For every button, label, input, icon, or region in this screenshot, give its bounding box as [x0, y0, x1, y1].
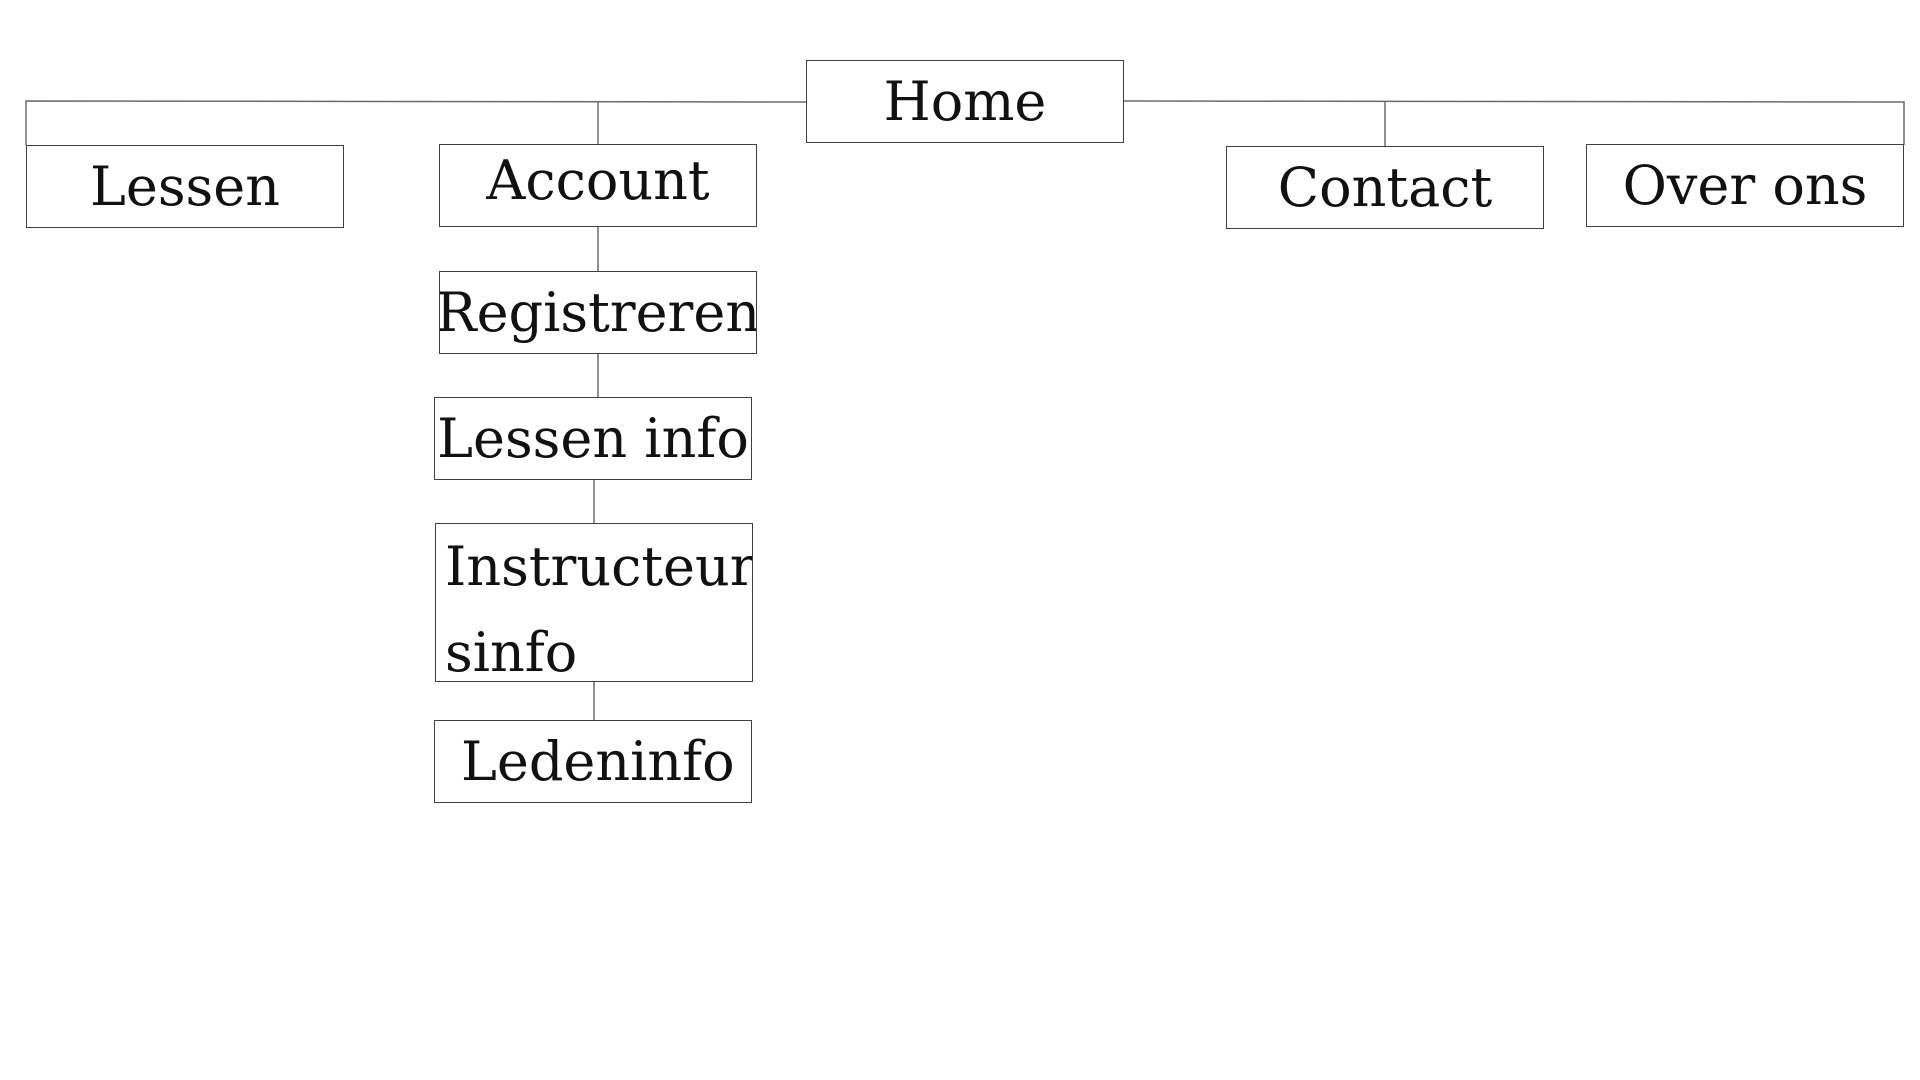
connector-home-overons — [1123, 100, 1905, 145]
node-contact: Contact — [1226, 146, 1544, 229]
node-lessen-label: Lessen — [90, 154, 280, 218]
node-home-label: Home — [883, 69, 1047, 133]
node-lessen: Lessen — [26, 145, 344, 228]
node-instructeur-line-2: sinfo — [445, 621, 578, 682]
connector-home-lessen — [25, 100, 807, 145]
node-account-label: Account — [486, 149, 710, 212]
node-contact-label: Contact — [1277, 155, 1493, 219]
node-ledeninfo: Ledeninfo — [434, 720, 752, 803]
node-over-ons: Over ons — [1586, 144, 1904, 227]
node-registreren-label: Registreren — [439, 280, 757, 344]
node-ledeninfo-label: Ledeninfo — [461, 729, 735, 793]
node-instructeur-sinfo: Instructeur sinfo — [435, 523, 753, 682]
node-home: Home — [806, 60, 1124, 143]
node-registreren: Registreren — [439, 271, 757, 354]
node-instructeur-line-1: Instructeur — [445, 535, 753, 598]
node-lessen-info-label: Lessen info — [437, 406, 749, 470]
node-account: Account — [439, 144, 757, 227]
node-lessen-info: Lessen info — [434, 397, 752, 480]
node-over-ons-label: Over ons — [1622, 153, 1868, 217]
